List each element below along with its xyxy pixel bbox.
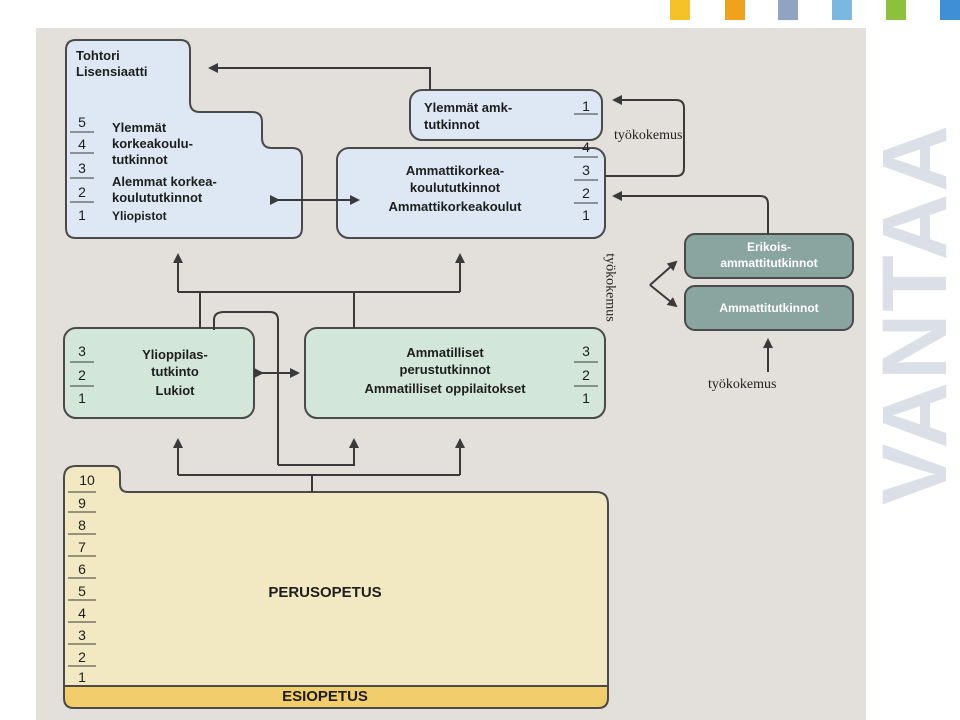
uas-institutions: Ammattikorkeakoulut [388, 199, 522, 214]
uas-year-1: 1 [582, 207, 590, 223]
upper-secondary-institutions: Lukiot [155, 383, 195, 398]
university-year-4: 4 [78, 136, 86, 152]
vocational-box [304, 327, 606, 419]
masters-line1: Ylemmät [112, 120, 167, 135]
vocational-year-2: 2 [582, 367, 590, 383]
uas-year-2: 2 [582, 185, 590, 201]
uas-year-4: 4 [582, 139, 590, 155]
preschool-box [63, 685, 609, 709]
uas-line1: Ammattikorkea- [405, 163, 505, 178]
grade-10: 10 [79, 472, 95, 488]
uas-master-line1: Ylemmät amk- [424, 100, 513, 115]
upper-secondary-year-2: 2 [78, 367, 86, 383]
vocational-institutions: Ammatilliset oppilaitokset [364, 381, 526, 396]
color-strip-orange [725, 0, 745, 20]
vocational-line1: Ammatilliset [406, 345, 484, 360]
grade-8: 8 [78, 517, 86, 533]
grade-2: 2 [78, 649, 86, 665]
color-strip-green [886, 0, 906, 20]
further-vocational-label: Ammattitutkinnot [719, 301, 819, 315]
university-year-5: 5 [78, 114, 86, 130]
grade-7: 7 [78, 539, 86, 555]
university-year-3: 3 [78, 160, 86, 176]
uas-year-3: 3 [582, 162, 590, 178]
uas-line2: koulututkinnot [409, 180, 501, 195]
specialist-line1: Erikois- [746, 240, 791, 254]
work-experience-top: työkokemus [614, 128, 683, 143]
grade-1: 1 [78, 669, 86, 685]
uas-master-line2: tutkinnot [424, 117, 480, 132]
vocational-line2: perustutkinnot [399, 362, 491, 377]
uas-master-year-1: 1 [582, 98, 590, 114]
uas-box [336, 147, 606, 239]
masters-line2: korkeakoulu- [112, 136, 193, 151]
doctor-label: Tohtori [76, 48, 120, 63]
basic-education-label: PERUSOPETUS [268, 584, 382, 601]
grade-5: 5 [78, 583, 86, 599]
work-experience-bottom: työkokemus [708, 377, 777, 392]
grade-3: 3 [78, 627, 86, 643]
vocational-year-3: 3 [582, 343, 590, 359]
basic-education-box [63, 465, 609, 687]
universities-label: Yliopistot [112, 209, 167, 223]
university-box [65, 39, 303, 239]
vocational-year-1: 1 [582, 390, 590, 406]
university-year-1: 1 [78, 207, 86, 223]
bachelors-line2: koulututkinnot [112, 190, 203, 205]
uas-master-box [409, 89, 603, 141]
color-strip-sky [832, 0, 852, 20]
upper-secondary-year-3: 3 [78, 343, 86, 359]
grade-4: 4 [78, 605, 86, 621]
masters-line3: tutkinnot [112, 152, 168, 167]
university-year-2: 2 [78, 184, 86, 200]
upper-secondary-line2: tutkinto [151, 364, 199, 379]
grade-6: 6 [78, 561, 86, 577]
licentiate-label: Lisensiaatti [76, 64, 148, 79]
color-strip-yellow [670, 0, 690, 20]
color-strip-blue [940, 0, 960, 20]
bachelors-line1: Alemmat korkea- [112, 174, 217, 189]
specialist-line2: ammattitutkinnot [720, 256, 818, 270]
upper-secondary-line1: Ylioppilas- [142, 347, 208, 362]
watermark-text: VANTAA [868, 123, 960, 505]
further-vocational-box [684, 285, 854, 331]
work-experience-middle: työkokemus [602, 253, 618, 322]
preschool-label: ESIOPETUS [282, 688, 368, 705]
color-strip-slate [778, 0, 798, 20]
upper-secondary-year-1: 1 [78, 390, 86, 406]
vantaa-watermark: VANTAA [868, 123, 960, 505]
grade-9: 9 [78, 495, 86, 511]
